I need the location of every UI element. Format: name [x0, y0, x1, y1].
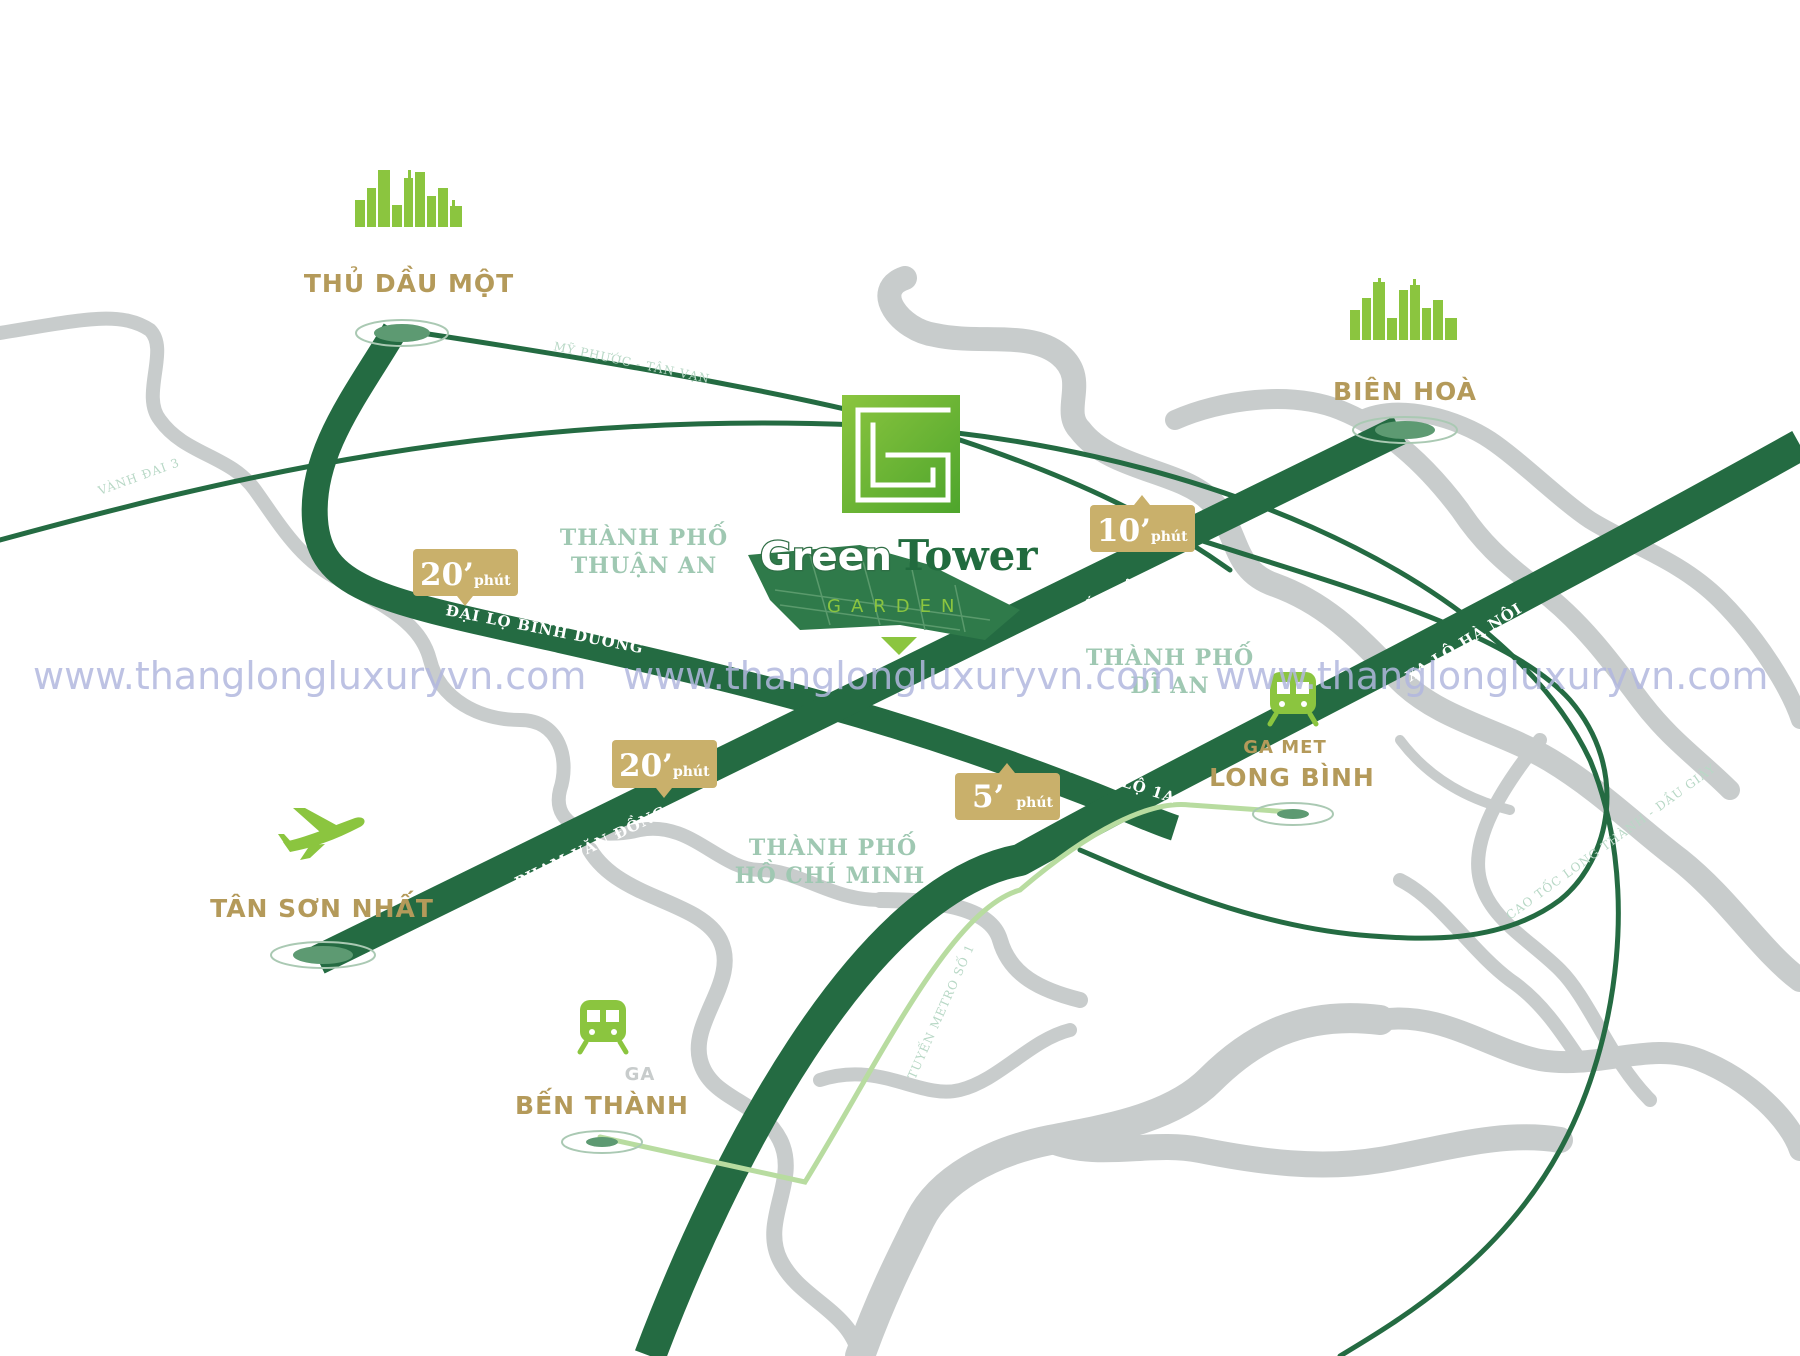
svg-text:20’phút: 20’phút — [420, 557, 511, 593]
road-dai-lo-binh-duong — [301, 323, 1180, 841]
time-badge-long-binh: 5’phút — [955, 763, 1060, 820]
city-bien-hoa: BIÊN HOÀ — [1333, 377, 1477, 406]
road-pham-van-dong-quoc-lo-1k — [311, 416, 1407, 974]
project-site-grid — [774, 549, 991, 633]
district-thuan-an-line2: THUẬN AN — [571, 552, 717, 579]
marker-tan-son-nhat — [270, 941, 376, 969]
time-badge-thu-dau-mot: 20’phút — [413, 549, 518, 606]
watermark: www.thanglongluxuryvn.com www.thanglongl… — [33, 654, 1768, 698]
district-hcm-line1: THÀNH PHỐ — [749, 831, 917, 861]
district-hcm-line2: HỒ CHÍ MINH — [735, 859, 925, 889]
metro-line — [597, 801, 1293, 1185]
label-cao-toc: CAO TỐC LONG THÀNH - DẦU GIÂY — [1502, 758, 1719, 922]
brand-name-part2: Tower — [898, 531, 1038, 580]
skyline-bien-hoa-icon — [1350, 278, 1457, 340]
watermark-text-2: www.thanglongluxuryvn.com — [623, 654, 1176, 698]
location-markers — [270, 319, 1458, 1154]
svg-text:20’phút: 20’phút — [619, 748, 710, 784]
airplane-icon — [278, 808, 365, 860]
project-pin-icon — [881, 637, 917, 655]
project-logo: Green Tower GARDEN — [759, 395, 1038, 617]
project-site-shape — [748, 545, 1020, 640]
road-vanh-dai-3 — [0, 420, 1621, 1356]
marker-thu-dau-mot — [355, 319, 449, 347]
district-di-an-line2: DĨ AN — [1130, 672, 1209, 699]
svg-text:5’phút: 5’phút — [972, 779, 1054, 815]
brand-subtitle: GARDEN — [827, 596, 964, 617]
skyline-thu-dau-mot-icon — [355, 170, 462, 227]
city-ga-metro-partial: GA MET — [1243, 737, 1326, 758]
road-xa-lo-ha-noi — [635, 431, 1800, 1356]
train-long-binh-icon — [1267, 672, 1319, 727]
road-east-loop — [1077, 517, 1610, 941]
city-long-binh: LONG BÌNH — [1209, 763, 1375, 792]
time-badge-bien-hoa: 10’phút — [1090, 495, 1195, 552]
city-labels: THỦ DẦU MỘT BIÊN HOÀ TÂN SƠN NHẤT LONG B… — [210, 265, 1477, 1120]
watermark-text-1: www.thanglongluxuryvn.com — [33, 654, 586, 698]
city-thu-dau-mot: THỦ DẦU MỘT — [304, 265, 514, 298]
label-my-phuoc-tan-van: MỸ PHƯỚC - TÂN VẠN — [552, 337, 711, 386]
train-ben-thanh-icon — [577, 1000, 629, 1055]
time-badge-tan-son-nhat: 20’phút — [612, 740, 717, 798]
district-di-an-line1: THÀNH PHỐ — [1086, 641, 1254, 671]
district-thuan-an-line1: THÀNH PHỐ — [560, 521, 728, 551]
city-tan-son-nhat: TÂN SƠN NHẤT — [210, 890, 434, 923]
project-site — [748, 545, 1020, 655]
marker-ben-thanh — [561, 1130, 643, 1154]
marker-long-binh — [1252, 802, 1334, 826]
marker-bien-hoa — [1352, 416, 1458, 444]
brand-name-part1: Green — [760, 535, 892, 580]
main-roads — [301, 323, 1800, 1356]
travel-time-badges: 20’phút 10’phút 20’phút 5’phút — [413, 495, 1195, 820]
label-vanh-dai-3: VÀNH ĐAI 3 — [95, 454, 182, 498]
city-ben-thanh: BẾN THÀNH — [515, 1087, 689, 1120]
district-labels: THÀNH PHỐ THUẬN AN THÀNH PHỐ DĨ AN THÀNH… — [560, 521, 1254, 889]
logo-g-mark-icon — [855, 407, 951, 503]
svg-text:10’phút: 10’phút — [1097, 513, 1188, 549]
watermark-text-3: www.thanglongluxuryvn.com — [1215, 654, 1768, 698]
city-ga-partial: GA — [625, 1064, 656, 1085]
